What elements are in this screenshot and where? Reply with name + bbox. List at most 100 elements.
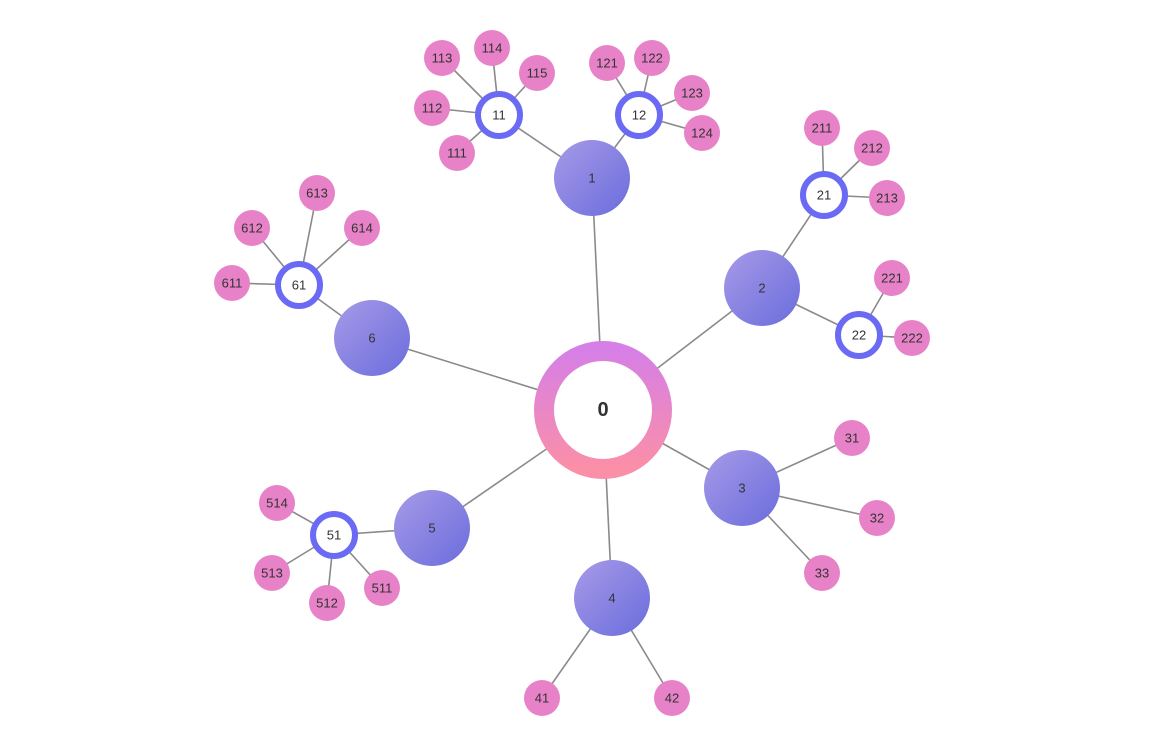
- node-label: 513: [261, 566, 283, 581]
- node-label: 12: [632, 108, 646, 123]
- node-1[interactable]: 1: [554, 140, 630, 216]
- node-label: 22: [852, 328, 866, 343]
- node-circle: [259, 485, 295, 521]
- node-label: 121: [596, 56, 618, 71]
- node-circle: [674, 75, 710, 111]
- node-circle: [519, 55, 555, 91]
- node-circle: [344, 210, 380, 246]
- node-613[interactable]: 613: [299, 175, 335, 211]
- node-circle: [439, 135, 475, 171]
- node-label: 612: [241, 221, 263, 236]
- node-121[interactable]: 121: [589, 45, 625, 81]
- node-31[interactable]: 31: [834, 420, 870, 456]
- node-label: 113: [432, 51, 453, 66]
- node-label: 0: [597, 399, 608, 421]
- node-circle: [275, 261, 323, 309]
- node-circle: [424, 40, 460, 76]
- node-611[interactable]: 611: [214, 265, 250, 301]
- node-113[interactable]: 113: [424, 40, 460, 76]
- node-label: 41: [535, 691, 549, 706]
- node-3[interactable]: 3: [704, 450, 780, 526]
- node-circle: [364, 570, 400, 606]
- node-41[interactable]: 41: [524, 680, 560, 716]
- node-6[interactable]: 6: [334, 300, 410, 376]
- node-label: 511: [372, 581, 393, 596]
- node-circle: [684, 115, 720, 151]
- node-2[interactable]: 2: [724, 250, 800, 326]
- node-label: 112: [422, 101, 443, 116]
- node-circle: [554, 140, 630, 216]
- node-124[interactable]: 124: [684, 115, 720, 151]
- node-label: 21: [817, 188, 831, 203]
- node-112[interactable]: 112: [414, 90, 450, 126]
- node-circle: [704, 450, 780, 526]
- node-614[interactable]: 614: [344, 210, 380, 246]
- node-circle: [835, 311, 883, 359]
- node-33[interactable]: 33: [804, 555, 840, 591]
- node-label: 5: [428, 521, 435, 536]
- node-circle: [254, 555, 290, 591]
- node-32[interactable]: 32: [859, 500, 895, 536]
- node-512[interactable]: 512: [309, 585, 345, 621]
- node-label: 51: [327, 528, 341, 543]
- node-circle: [634, 40, 670, 76]
- node-circle: [894, 320, 930, 356]
- node-12[interactable]: 12: [615, 91, 663, 139]
- node-circle: [724, 250, 800, 326]
- node-21[interactable]: 21: [800, 171, 848, 219]
- node-label: 111: [447, 146, 467, 161]
- node-circle: [874, 260, 910, 296]
- node-61[interactable]: 61: [275, 261, 323, 309]
- node-label: 213: [876, 191, 898, 206]
- node-111[interactable]: 111: [439, 135, 475, 171]
- node-42[interactable]: 42: [654, 680, 690, 716]
- node-5[interactable]: 5: [394, 490, 470, 566]
- node-circle: [800, 171, 848, 219]
- node-circle: [854, 130, 890, 166]
- node-114[interactable]: 114: [474, 30, 510, 66]
- node-label: 611: [222, 276, 243, 291]
- node-11[interactable]: 11: [475, 91, 523, 139]
- node-0[interactable]: 0: [534, 341, 672, 479]
- node-514[interactable]: 514: [259, 485, 295, 521]
- node-circle: [534, 341, 672, 479]
- node-circle: [310, 511, 358, 559]
- node-label: 33: [815, 566, 829, 581]
- node-213[interactable]: 213: [869, 180, 905, 216]
- node-circle: [299, 175, 335, 211]
- node-221[interactable]: 221: [874, 260, 910, 296]
- node-212[interactable]: 212: [854, 130, 890, 166]
- node-circle: [309, 585, 345, 621]
- node-label: 613: [306, 186, 328, 201]
- node-label: 11: [492, 108, 506, 123]
- node-label: 123: [681, 86, 703, 101]
- node-circle: [804, 555, 840, 591]
- node-612[interactable]: 612: [234, 210, 270, 246]
- node-label: 221: [881, 271, 903, 286]
- node-circle: [574, 560, 650, 636]
- node-513[interactable]: 513: [254, 555, 290, 591]
- node-circle: [804, 110, 840, 146]
- node-222[interactable]: 222: [894, 320, 930, 356]
- node-115[interactable]: 115: [519, 55, 555, 91]
- node-211[interactable]: 211: [804, 110, 840, 146]
- node-511[interactable]: 511: [364, 570, 400, 606]
- node-22[interactable]: 22: [835, 311, 883, 359]
- node-circle: [334, 300, 410, 376]
- node-circle: [394, 490, 470, 566]
- node-label: 115: [527, 66, 548, 81]
- node-label: 42: [665, 691, 679, 706]
- node-label: 31: [845, 431, 859, 446]
- node-label: 4: [608, 591, 615, 606]
- node-label: 512: [316, 596, 338, 611]
- node-122[interactable]: 122: [634, 40, 670, 76]
- node-label: 124: [691, 126, 713, 141]
- node-label: 222: [901, 331, 923, 346]
- node-label: 212: [861, 141, 883, 156]
- node-123[interactable]: 123: [674, 75, 710, 111]
- node-label: 32: [870, 511, 884, 526]
- node-4[interactable]: 4: [574, 560, 650, 636]
- node-label: 114: [482, 41, 503, 56]
- node-51[interactable]: 51: [310, 511, 358, 559]
